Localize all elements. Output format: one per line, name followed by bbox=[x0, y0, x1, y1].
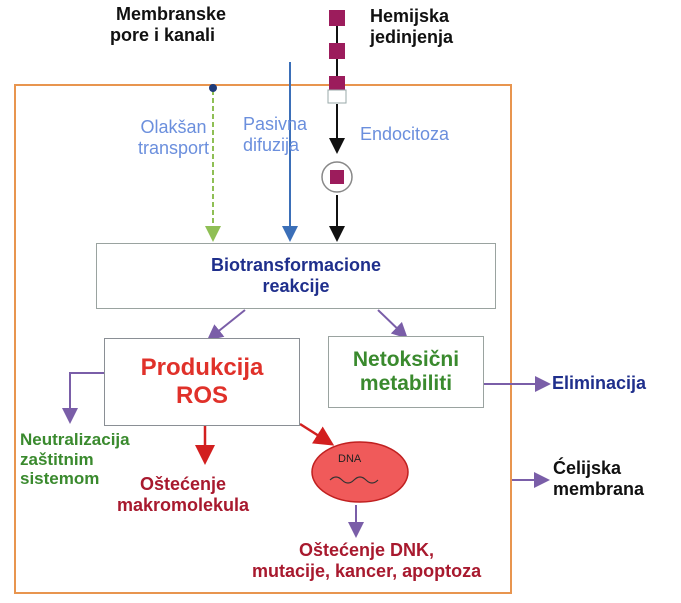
neutralization-label: Neutralizacija zaštitnim sistemom bbox=[20, 430, 130, 489]
cell-membrane-label: Ćelijska membrana bbox=[553, 458, 645, 499]
dna-ellipse bbox=[311, 441, 409, 503]
nontoxic-metabolites-box: Netoksični metabiliti bbox=[328, 336, 484, 408]
cell-membrane-outline bbox=[14, 84, 512, 594]
macromolecule-damage-label: Oštećenje makromolekula bbox=[117, 474, 250, 515]
compound-square-membrane bbox=[327, 89, 347, 104]
membrane-pore-dot bbox=[209, 84, 217, 92]
chemical-compounds-label: Hemijska jedinjenja bbox=[370, 6, 454, 47]
compound-square-3 bbox=[329, 76, 345, 92]
arrow-to-dna bbox=[299, 422, 335, 446]
membrane-pores-label: Membranske pore i kanali bbox=[110, 4, 227, 45]
dna-text: DNA bbox=[338, 453, 362, 465]
facilitated-transport-label: Olakšan transport bbox=[138, 117, 210, 158]
passive-diffusion-label: Pasivna difuzija bbox=[243, 114, 308, 155]
vesicle-compound bbox=[330, 170, 344, 184]
arrow-to-ros bbox=[206, 309, 246, 341]
arrow-to-metabolites bbox=[377, 309, 408, 339]
ros-production-box: Produkcija ROS bbox=[104, 338, 300, 426]
biotransformation-box: Biotransformacione reakcije bbox=[96, 243, 496, 309]
dna-strand-icon bbox=[329, 476, 379, 484]
compound-square-1 bbox=[329, 10, 345, 26]
compound-square-2 bbox=[329, 43, 345, 59]
endocytosis-label: Endocitoza bbox=[360, 124, 450, 144]
elimination-label: Eliminacija bbox=[552, 373, 647, 393]
dna-damage-label: Oštećenje DNK, mutacije, kancer, apoptoz… bbox=[252, 540, 482, 581]
arrow-to-neutralization bbox=[62, 372, 104, 424]
